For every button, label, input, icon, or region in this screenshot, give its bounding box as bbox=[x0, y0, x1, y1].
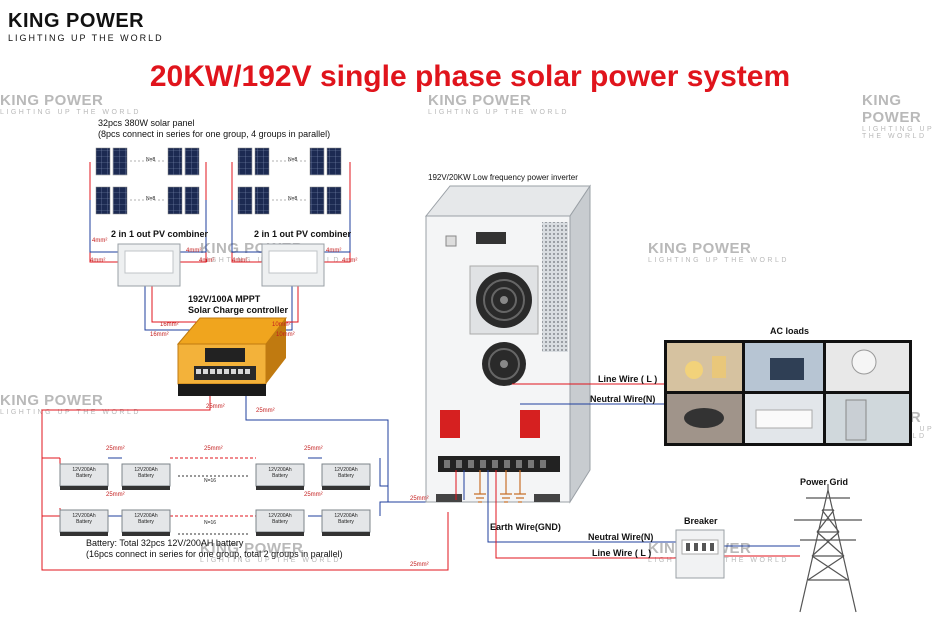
power-grid-tower bbox=[794, 484, 862, 613]
solar-array bbox=[95, 147, 342, 215]
earth-wire-label: Earth Wire(GND) bbox=[490, 522, 561, 532]
solar-panel-label: 32pcs 380W solar panel (8pcs connect in … bbox=[98, 118, 331, 139]
cable-size: 25mm² bbox=[410, 496, 429, 502]
cable-size: 4mm² bbox=[90, 258, 106, 264]
battery-series-count: N=16 bbox=[204, 478, 217, 484]
power-grid-label: Power Grid bbox=[800, 477, 849, 487]
inverter bbox=[424, 184, 591, 504]
series-count: N=8 bbox=[146, 157, 156, 163]
series-count: N=8 bbox=[288, 196, 298, 202]
battery-series-count: N=16 bbox=[204, 520, 217, 526]
cable-size: 4mm² bbox=[232, 258, 248, 264]
cable-size: 25mm² bbox=[106, 446, 125, 452]
ac-loads-label: AC loads bbox=[770, 326, 810, 336]
line-wire-label-2: Line Wire ( L ) bbox=[592, 548, 652, 558]
mppt-controller bbox=[176, 317, 288, 396]
series-count: N=8 bbox=[288, 157, 298, 163]
logo-brand: KING POWER bbox=[8, 10, 145, 32]
line-wire-label: Line Wire ( L ) bbox=[598, 374, 658, 384]
mppt-label: 192V/100A MPPT Solar Charge controller bbox=[188, 294, 289, 315]
cable-size: 25mm² bbox=[106, 492, 125, 498]
cable-size: 4mm² bbox=[199, 258, 215, 264]
logo: KING POWER LIGHTING UP THE WORLD bbox=[8, 10, 164, 43]
cable-size: 4mm² bbox=[342, 258, 358, 264]
neutral-wire-label: Neutral Wire(N) bbox=[590, 394, 656, 404]
combiner-label: 2 in 1 out PV combiner bbox=[254, 229, 352, 239]
breaker-label: Breaker bbox=[684, 516, 718, 526]
cable-size: 25mm² bbox=[206, 404, 225, 410]
page-title: 20KW/192V single phase solar power syste… bbox=[149, 60, 791, 93]
series-count: N=8 bbox=[146, 196, 156, 202]
cable-size: 10mm² bbox=[272, 322, 291, 328]
cable-size: 16mm² bbox=[150, 332, 169, 338]
breaker bbox=[675, 529, 725, 579]
cable-size: 4mm² bbox=[326, 248, 342, 254]
cable-size: 25mm² bbox=[304, 492, 323, 498]
cable-size: 10mm² bbox=[276, 332, 295, 338]
logo-tagline: LIGHTING UP THE WORLD bbox=[8, 33, 164, 43]
cable-size: 25mm² bbox=[204, 446, 223, 452]
cable-size: 16mm² bbox=[160, 322, 179, 328]
ac-loads bbox=[664, 340, 912, 446]
cable-size: 25mm² bbox=[304, 446, 323, 452]
inverter-label: 192V/20KW Low frequency power inverter bbox=[428, 173, 578, 182]
combiner-label: 2 in 1 out PV combiner bbox=[111, 229, 209, 239]
cable-size: 25mm² bbox=[410, 562, 429, 568]
neutral-wire-label-2: Neutral Wire(N) bbox=[588, 532, 654, 542]
cable-size: 25mm² bbox=[256, 408, 275, 414]
cable-size: 4mm² bbox=[186, 248, 202, 254]
earth-ground bbox=[474, 470, 526, 503]
pv-combiner bbox=[117, 243, 325, 287]
battery-description: Battery: Total 32pcs 12V/200AH battery (… bbox=[86, 538, 343, 559]
cable-size: 4mm² bbox=[92, 238, 108, 244]
